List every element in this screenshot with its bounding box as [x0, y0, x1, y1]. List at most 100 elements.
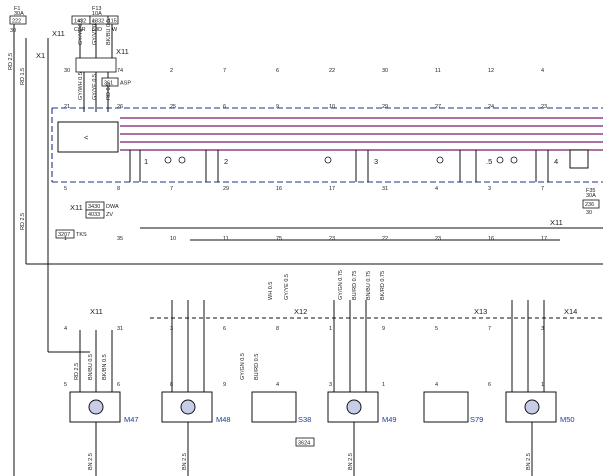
connector-x11-label-5: X11	[90, 307, 103, 316]
pin-number: 4	[435, 382, 438, 388]
pin-number: 10	[170, 236, 176, 242]
pin-number: 21	[64, 104, 70, 110]
switch-group-2: 2	[205, 150, 228, 182]
pin-number: 30	[382, 68, 388, 74]
switch-group-5: 4	[535, 150, 558, 182]
pin-number: 25	[170, 104, 176, 110]
svg-text:10A: 10A	[92, 11, 102, 17]
pin-number: 10	[329, 104, 335, 110]
svg-text:ZV: ZV	[106, 212, 113, 218]
pin-number: 8	[276, 326, 279, 332]
wire-color-label: BN 2.5	[348, 453, 354, 470]
switch-group-1: 1	[129, 150, 148, 182]
pin-number: 7	[223, 68, 226, 74]
relay-tks: 3207 TKS	[55, 229, 87, 239]
svg-text:30A: 30A	[14, 11, 24, 17]
pin-number: 75	[276, 236, 282, 242]
svg-text:S38: S38	[298, 415, 311, 424]
pin-number: 6	[223, 326, 226, 332]
wire-color-label: GY/YE 0.5	[284, 274, 290, 300]
pin-number: 4	[541, 68, 544, 74]
pin-number: 5	[64, 382, 67, 388]
pin-number: 29	[223, 186, 229, 192]
motor-m48: M48	[161, 391, 231, 424]
pin-number: 3	[488, 186, 491, 192]
pin-number: 17	[329, 186, 335, 192]
svg-text:1: 1	[144, 157, 148, 166]
motor-m50: M50	[505, 391, 575, 424]
connector-x13-label: X13	[474, 307, 487, 316]
connector-x14-label: X14	[564, 307, 577, 316]
pin-number: 9	[223, 382, 226, 388]
wire-color-label: BK/BU 0.5	[106, 19, 112, 45]
wire-color-label: RD 2.5	[74, 363, 80, 380]
connector-x11-label-1: X11	[52, 29, 65, 38]
wire-color-label: RD 2.5	[20, 213, 26, 230]
pin-number: 8	[170, 382, 173, 388]
pin-number: 23	[541, 104, 547, 110]
wire-color-label: BK/RD 0.75	[380, 271, 386, 300]
svg-text:M48: M48	[216, 415, 231, 424]
pin-number: 2	[170, 68, 173, 74]
pin-number: 4	[64, 326, 67, 332]
connector-x11-label-2: X11	[116, 47, 129, 56]
svg-text:115: 115	[108, 19, 117, 25]
connector-block-top	[75, 57, 117, 73]
svg-text:3430: 3430	[88, 204, 100, 210]
pin-number: 5	[435, 326, 438, 332]
svg-text:S79: S79	[470, 415, 483, 424]
fuse-f1: F1 30A 222 30	[9, 6, 27, 34]
svg-text:.5: .5	[486, 157, 492, 166]
wire-color-label: GY/GN 0.75	[338, 270, 344, 300]
pin-number: 1	[64, 236, 67, 242]
svg-text:1332: 1332	[92, 19, 104, 25]
wire-color-label: GY/GN 0.5	[240, 353, 246, 380]
svg-text:F1: F1	[14, 6, 20, 12]
pin-number: 29	[382, 104, 388, 110]
svg-text:236: 236	[585, 202, 594, 208]
connector-x12-label: X12	[294, 307, 307, 316]
motor-m49: M49	[327, 391, 397, 424]
pin-number: 22	[329, 68, 335, 74]
pin-number: 30	[64, 68, 70, 74]
pin-number: 35	[117, 236, 123, 242]
pin-number: 6	[276, 68, 279, 74]
pin-number: 4	[435, 186, 438, 192]
control-module	[57, 121, 119, 153]
module-symbol-icon: <	[84, 133, 89, 142]
pin-number: 27	[435, 104, 441, 110]
svg-text:222: 222	[12, 19, 21, 25]
pin-number: 26	[117, 104, 123, 110]
motor-feed-wires	[79, 300, 545, 392]
svg-text:4: 4	[554, 157, 558, 166]
svg-text:1432: 1432	[74, 19, 86, 25]
pin-number: 3	[541, 326, 544, 332]
svg-text:3624: 3624	[298, 441, 310, 447]
motor-m47: M47	[69, 391, 139, 424]
svg-text:F13: F13	[92, 6, 101, 12]
wire-color-label: GY/WH 0.5	[78, 72, 84, 100]
pin-number: 31	[117, 326, 123, 332]
pin-number: 3	[329, 382, 332, 388]
sensor-box-right	[569, 149, 589, 169]
svg-text:M47: M47	[124, 415, 139, 424]
svg-text:30A: 30A	[586, 193, 596, 199]
svg-text:M49: M49	[382, 415, 397, 424]
pin-number: 16	[488, 236, 494, 242]
pin-number: 31	[382, 186, 388, 192]
switch-group-4: .5	[459, 150, 492, 182]
svg-text:3: 3	[374, 157, 378, 166]
pin-number: 9	[382, 326, 385, 332]
connector-x1-label: X1	[36, 51, 45, 60]
pin-number: 9	[276, 104, 279, 110]
pin-number: 7	[488, 326, 491, 332]
pin-number: 6	[488, 382, 491, 388]
pin-number: 1	[541, 382, 544, 388]
pin-number: 7	[170, 186, 173, 192]
relay-block-dwa: 3430 DWA 4033 ZV	[85, 201, 119, 219]
pin-number: 6	[223, 104, 226, 110]
svg-text:2: 2	[224, 157, 228, 166]
pin-number: 22	[382, 236, 388, 242]
pin-number: 12	[488, 68, 494, 74]
